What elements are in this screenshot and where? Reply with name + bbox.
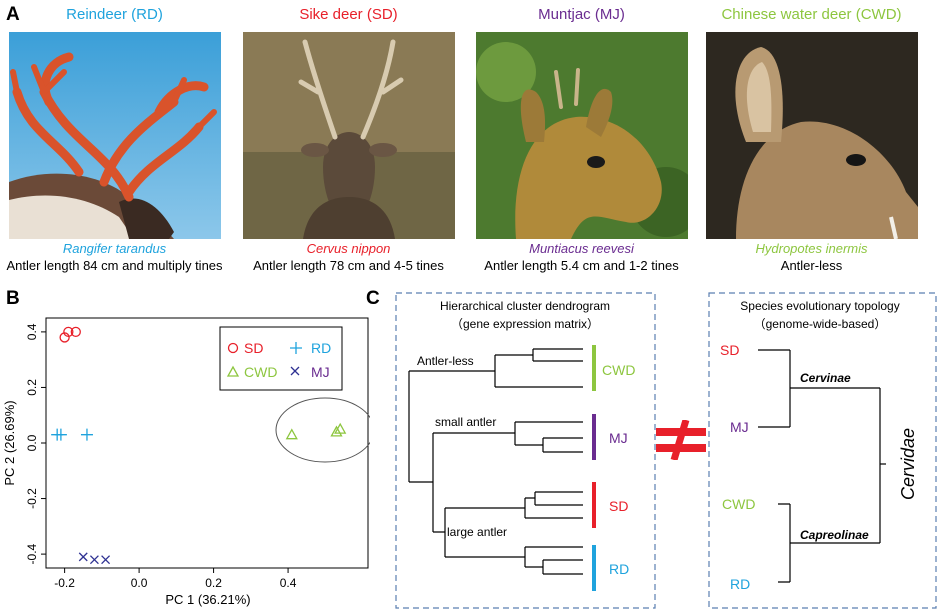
legend-cwd-marker (226, 365, 240, 377)
data-point-cwd (285, 428, 298, 440)
topology-rd-label: RD (730, 576, 750, 592)
data-point-rd (80, 428, 93, 441)
mj-group-bar (592, 414, 596, 460)
topology-mj-label: MJ (730, 419, 749, 435)
species-description: Antler length 84 cm and multiply tines (6, 258, 223, 273)
species-description: Antler-less (780, 258, 843, 273)
data-point-mj (101, 555, 111, 565)
sd-group-bar (592, 482, 596, 528)
legend-rd-label: RD (311, 340, 331, 356)
pca-axes: -0.2 0.0 0.2 0.4 -0.4 -0.2 0.0 0.2 0.4 PC 1 (36.2… (2, 317, 369, 607)
sika-deer-photo (242, 32, 455, 239)
x-tick-label: -0.2 (54, 576, 75, 590)
dendro-mj-label: MJ (609, 430, 628, 446)
x-tick-label: 0.0 (131, 576, 148, 590)
topology-title: Species evolutionary topology (740, 299, 899, 313)
species-title: Sike deer (SD) (299, 6, 398, 23)
dendrogram-title: Hierarchical cluster dendrogram (440, 299, 610, 313)
topology-panel: Species evolutionary topology （genome-wi… (708, 292, 937, 609)
topology-tree (758, 349, 886, 583)
panel-label-b: B (6, 288, 20, 309)
data-point-cwd (334, 422, 347, 434)
dendrogram-panel: Hierarchical cluster dendrogram （gene ex… (395, 292, 656, 609)
species-description: Antler length 5.4 cm and 1-2 tines (484, 258, 679, 273)
y-tick-label: -0.4 (25, 543, 39, 564)
species-title: Chinese water deer (CWD) (721, 6, 902, 23)
y-tick-label: 0.4 (25, 323, 39, 340)
legend-sd-label: SD (244, 340, 263, 356)
pca-scatter-chart: -0.2 0.0 0.2 0.4 -0.4 -0.2 0.0 0.2 0.4 PC 1 (36.2… (2, 317, 370, 607)
water-deer-photo (705, 32, 918, 239)
y-axis-label: PC 2 (26.69%) (2, 400, 17, 485)
legend-mj-marker (290, 366, 300, 376)
y-tick-label: 0.2 (25, 379, 39, 396)
capreolinae-label: Capreolinae (800, 528, 869, 542)
legend-sd-marker (227, 342, 239, 354)
data-point-rd (54, 428, 67, 441)
species-title: Reindeer (RD) (66, 6, 163, 23)
dendro-rd-label: RD (609, 561, 629, 577)
species-card-reindeer: Reindeer (RD) Rangifer tarandus Antler l… (2, 6, 227, 273)
not-equal-icon (656, 420, 706, 460)
reindeer-photo (8, 32, 221, 239)
panel-label-c: C (366, 288, 380, 309)
cervidae-label: Cervidae (898, 428, 918, 500)
topology-cwd-label: CWD (722, 496, 755, 512)
species-card-water-deer: Chinese water deer (CWD) Hydropotes iner… (699, 6, 924, 273)
y-tick-label: 0.0 (25, 434, 39, 451)
cwd-cluster-ellipse (275, 397, 370, 463)
data-point-sd (70, 326, 81, 338)
data-point-sd (63, 326, 74, 338)
data-point-mj (78, 552, 88, 562)
cervinae-label: Cervinae (800, 371, 851, 385)
dendrogram-tree (408, 348, 583, 575)
panel-label-a: A (6, 4, 20, 25)
species-latin-name: Hydropotes inermis (755, 241, 868, 256)
dendrogram-subtitle: （gene expression matrix） (451, 317, 599, 331)
legend-rd-marker (290, 342, 302, 354)
x-tick-label: 0.4 (280, 576, 297, 590)
chart-legend: SD RD CWD MJ (219, 326, 343, 391)
x-tick-label: 0.2 (205, 576, 222, 590)
species-latin-name: Muntiacus reevesi (529, 241, 634, 256)
species-description: Antler length 78 cm and 4-5 tines (253, 258, 444, 273)
species-card-muntjac: Muntjac (MJ) Muntiacus reevesi Antler le… (469, 6, 694, 273)
species-card-sika: Sike deer (SD) Cervus nippon Antler leng… (236, 6, 461, 273)
topology-sd-label: SD (720, 342, 739, 358)
small-antler-label: small antler (435, 415, 496, 429)
x-axis-label: PC 1 (36.21%) (165, 592, 250, 607)
rd-group-bar (592, 545, 596, 591)
legend-cwd-label: CWD (244, 364, 277, 380)
species-latin-name: Rangifer tarandus (62, 241, 167, 256)
y-tick-label: -0.2 (25, 488, 39, 509)
species-title: Muntjac (MJ) (538, 6, 625, 23)
cwd-group-bar (592, 345, 596, 391)
data-point-sd (59, 332, 70, 343)
pca-points (51, 326, 347, 565)
species-latin-name: Cervus nippon (306, 241, 391, 256)
dendro-cwd-label: CWD (602, 362, 635, 378)
antlerless-label: Antler-less (417, 354, 474, 368)
dendro-sd-label: SD (609, 498, 628, 514)
topology-subtitle: （genome-wide-based） (754, 317, 887, 331)
large-antler-label: large antler (447, 525, 507, 539)
data-point-cwd (330, 425, 343, 437)
data-point-mj (89, 555, 99, 565)
muntjac-photo (475, 32, 688, 239)
legend-mj-label: MJ (311, 364, 330, 380)
